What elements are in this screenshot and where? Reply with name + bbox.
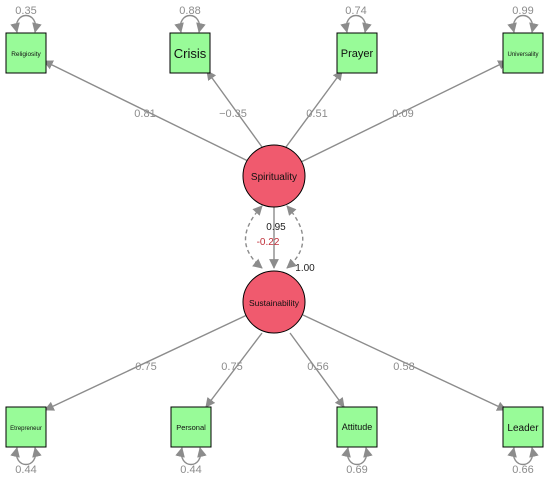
variance-religiosity: 0.35 xyxy=(15,5,36,17)
residual-arc xyxy=(286,205,304,269)
covariance-coefficient: -0.22 xyxy=(257,237,280,248)
indicator-prayer: Prayer xyxy=(336,32,378,74)
indicator-label: Leader xyxy=(507,423,539,434)
loading-etrepreneur: 0.75 xyxy=(135,361,156,373)
variance-etrepreneur: 0.44 xyxy=(15,464,36,476)
indicator-religiosity: Religiosity xyxy=(5,32,47,74)
variance-prayer: 0.74 xyxy=(345,5,366,17)
indicator-personal: Personal xyxy=(170,406,212,448)
variance-loop-etrepreneur xyxy=(10,447,42,465)
indicator-crisis: Crisis xyxy=(169,32,211,74)
edge-sustainability-attitude xyxy=(289,332,345,408)
loading-crisis: −0.35 xyxy=(219,108,247,120)
variance-universality: 0.99 xyxy=(512,5,533,17)
indicator-universality: Universality xyxy=(502,32,544,74)
edge-spirituality-universality xyxy=(300,60,508,163)
edge-spirituality-religiosity xyxy=(43,60,251,163)
residual-variance: 1.00 xyxy=(295,263,315,274)
indicator-label: Universality xyxy=(507,52,538,58)
loading-universality: 0.09 xyxy=(392,108,413,120)
variance-attitude: 0.69 xyxy=(346,464,367,476)
latent-label: Spirituality xyxy=(251,172,297,183)
latent-label: Sustainability xyxy=(249,298,300,308)
variance-loop-leader xyxy=(507,447,539,465)
indicator-label: Religiosity xyxy=(11,51,41,58)
variance-crisis: 0.88 xyxy=(179,5,200,17)
loading-prayer: 0.51 xyxy=(306,108,327,120)
loading-attitude: 0.56 xyxy=(307,361,328,373)
covariance-arc xyxy=(245,205,263,269)
loading-personal: 0.75 xyxy=(221,361,242,373)
edge-sustainability-leader xyxy=(302,314,507,411)
edge-spirituality-prayer xyxy=(285,70,343,148)
regression-coefficient: 0.95 xyxy=(266,222,286,233)
loading-leader: 0.58 xyxy=(393,361,414,373)
indicator-label: Attitude xyxy=(342,422,373,432)
indicator-label: Etrepreneur xyxy=(10,426,42,432)
variance-loop-crisis xyxy=(174,15,206,33)
variance-loop-prayer xyxy=(340,15,372,33)
indicator-label: Prayer xyxy=(341,48,374,60)
indicator-label: Personal xyxy=(176,423,206,432)
edge-sustainability-etrepreneur xyxy=(44,314,248,411)
indicator-etrepreneur: Etrepreneur xyxy=(5,406,47,448)
variance-loop-religiosity xyxy=(10,15,42,33)
variance-loop-personal xyxy=(175,447,207,465)
latent-sustainability: Sustainability xyxy=(242,270,306,334)
variance-loop-universality xyxy=(507,15,539,33)
latent-spirituality: Spirituality xyxy=(242,144,306,208)
indicator-leader: Leader xyxy=(502,406,544,448)
variance-personal: 0.44 xyxy=(180,464,201,476)
edge-spirituality-crisis xyxy=(206,70,263,148)
variance-leader: 0.66 xyxy=(512,464,533,476)
edge-sustainability-personal xyxy=(205,332,263,408)
variance-loop-attitude xyxy=(341,447,373,465)
loading-religiosity: 0.81 xyxy=(134,108,155,120)
indicator-attitude: Attitude xyxy=(336,406,378,448)
indicator-label: Crisis xyxy=(174,46,207,61)
